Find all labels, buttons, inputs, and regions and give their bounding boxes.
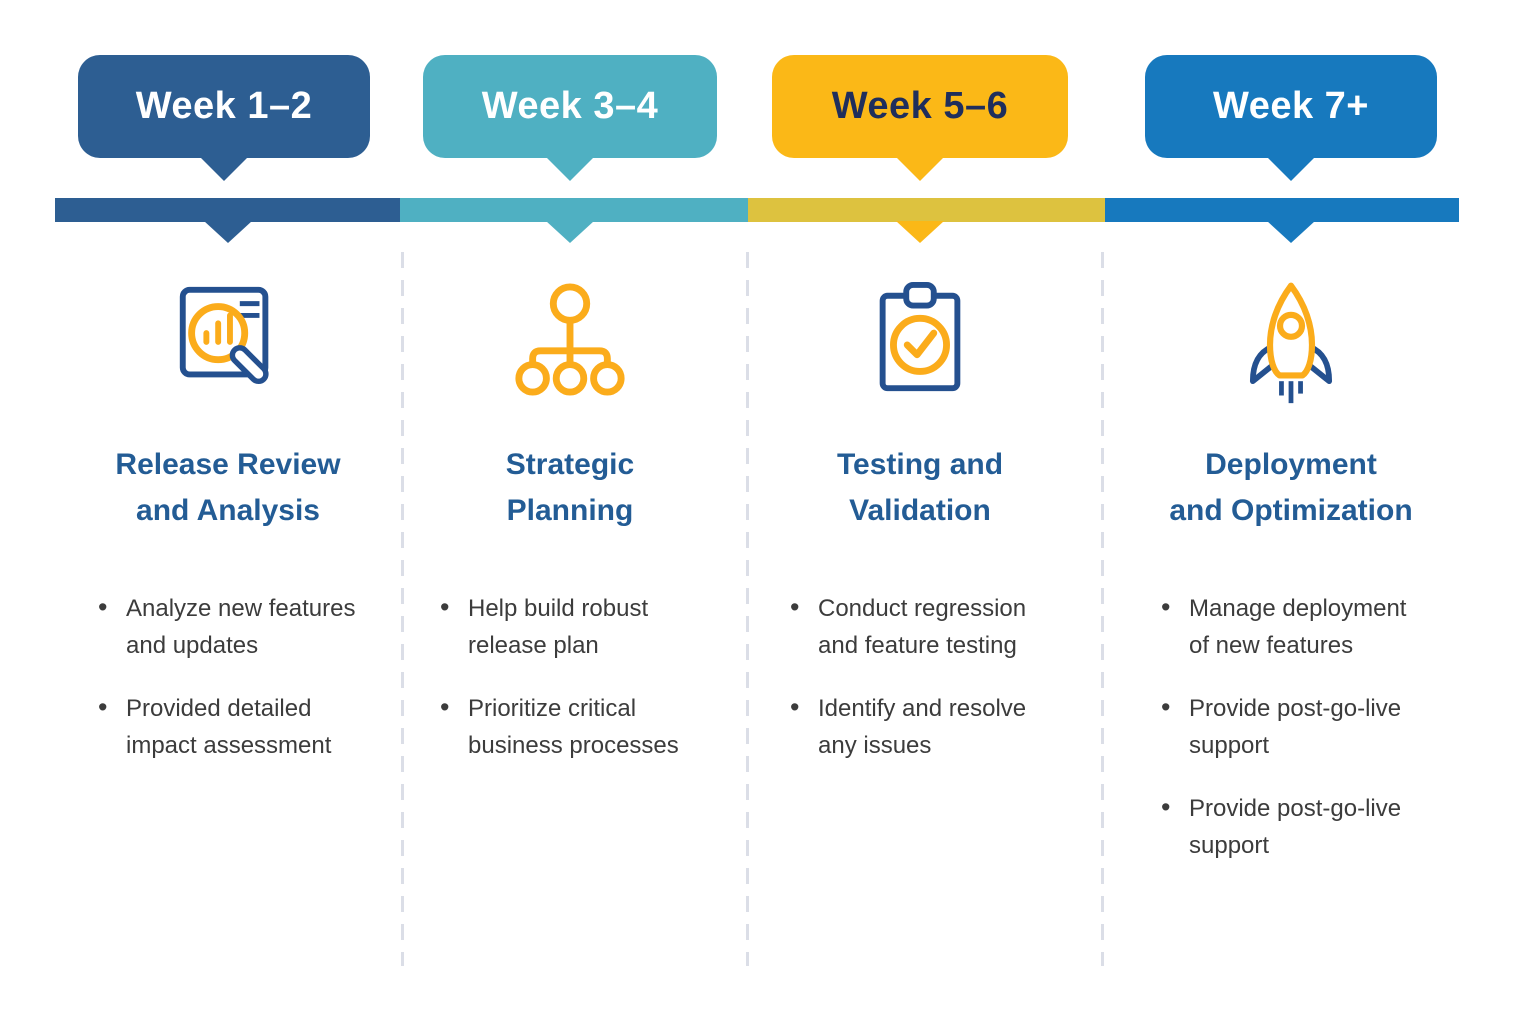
phase-bullet-list: Conduct regression and feature testing I… (760, 589, 1080, 764)
week-1-2-badge: Week 1–2 (78, 55, 370, 181)
timeline-bar (55, 198, 1459, 222)
bullet-item: Manage deployment of new features (1161, 589, 1451, 664)
timeline-arrow-week-3-4 (546, 221, 594, 243)
bullet-item: Provide post-go-live support (1161, 789, 1451, 864)
phase-bullet-list: Help build robust release plan Prioritiz… (410, 589, 730, 764)
phase-column-testing-validation: Testing and Validation Conduct regressio… (760, 252, 1080, 790)
timeline-segment-week-3-4 (400, 198, 748, 222)
timeline-arrow-week-7-plus (1267, 221, 1315, 243)
bullet-item: Analyze new features and updates (98, 589, 388, 664)
bullet-item: Prioritize critical business processes (440, 689, 730, 764)
phase-column-deployment-optimization: Deployment and Optimization Manage deplo… (1131, 252, 1451, 890)
bullet-item: Help build robust release plan (440, 589, 730, 664)
timeline-segment-week-1-2 (55, 198, 400, 222)
org-chart-icon (410, 252, 730, 430)
week-5-6-badge: Week 5–6 (772, 55, 1068, 181)
phase-title: Testing and Validation (836, 448, 1004, 527)
column-divider (746, 252, 749, 966)
column-divider (1101, 252, 1104, 966)
bullet-item: Identify and resolve any issues (790, 689, 1080, 764)
badge-tail (546, 157, 594, 181)
badge-tail (896, 157, 944, 181)
week-5-6-label: Week 5–6 (831, 85, 1009, 127)
rocket-icon (1131, 252, 1451, 430)
week-1-2-label: Week 1–2 (135, 85, 313, 127)
week-3-4-label: Week 3–4 (481, 85, 659, 127)
timeline-arrow-week-5-6 (896, 221, 944, 243)
badge-tail (200, 157, 248, 181)
bullet-item: Provide post-go-live support (1161, 689, 1451, 764)
analysis-report-icon (68, 252, 388, 430)
phase-bullet-list: Manage deployment of new features Provid… (1131, 589, 1451, 864)
phase-bullet-list: Analyze new features and updates Provide… (68, 589, 388, 764)
clipboard-check-icon (760, 252, 1080, 430)
badge-tail (1267, 157, 1315, 181)
phase-column-release-review: Release Review and Analysis Analyze new … (68, 252, 388, 790)
column-divider (401, 252, 404, 966)
phase-column-strategic-planning: Strategic Planning Help build robust rel… (410, 252, 730, 790)
timeline-segment-week-5-6 (748, 198, 1105, 222)
phase-title: Strategic Planning (505, 448, 635, 527)
bullet-item: Provided detailed impact assessment (98, 689, 388, 764)
phase-title: Deployment and Optimization (1169, 448, 1413, 527)
week-7-plus-badge: Week 7+ (1145, 55, 1437, 181)
week-7-plus-label: Week 7+ (1213, 85, 1369, 127)
week-3-4-badge: Week 3–4 (423, 55, 717, 181)
phase-title: Release Review and Analysis (115, 448, 341, 527)
timeline-segment-week-7-plus (1105, 198, 1459, 222)
bullet-item: Conduct regression and feature testing (790, 589, 1080, 664)
timeline-arrow-week-1-2 (204, 221, 252, 243)
